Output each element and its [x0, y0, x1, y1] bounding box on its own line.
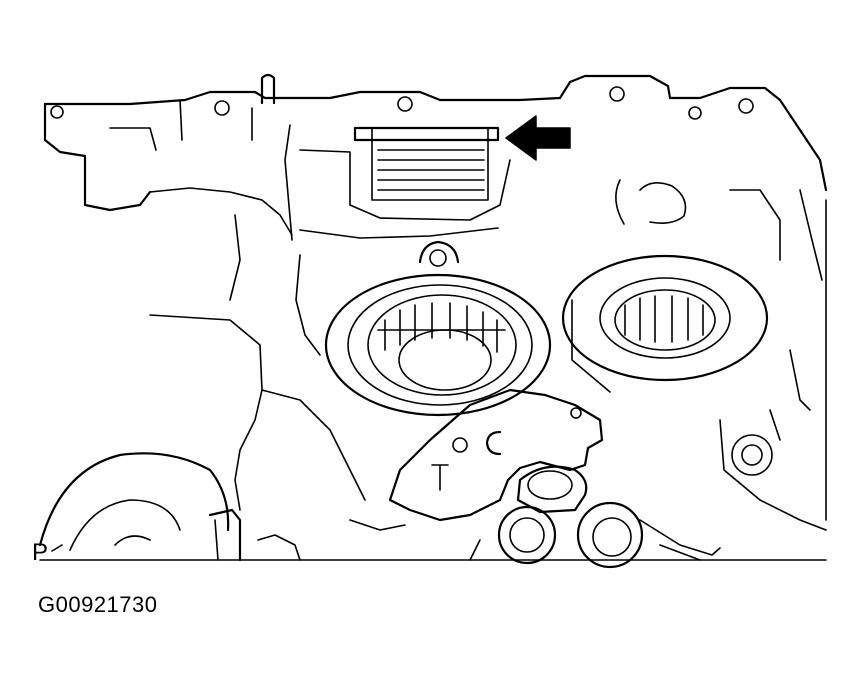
left-bearing [324, 240, 552, 417]
case-outline [43, 74, 828, 241]
bolt-hole [738, 98, 754, 114]
top-bolt-holes [50, 73, 754, 120]
bolt-hole [397, 96, 413, 112]
arrow-left-icon [505, 115, 571, 161]
part-leader-line [51, 544, 63, 552]
bolt-hole [50, 105, 64, 119]
bolt-hole [688, 106, 702, 120]
part-label-p: P [32, 539, 49, 566]
figure-id: G00921730 [38, 592, 158, 617]
lower-bosses [469, 501, 721, 569]
left-lower-structure [38, 214, 827, 562]
bracket-plate [388, 388, 604, 522]
right-bearing [561, 254, 769, 393]
right-case-features [615, 179, 827, 531]
bolt-hole [214, 100, 230, 116]
dowel-pin [260, 73, 276, 105]
bolt-hole [609, 86, 625, 102]
bushing-part [299, 126, 511, 239]
